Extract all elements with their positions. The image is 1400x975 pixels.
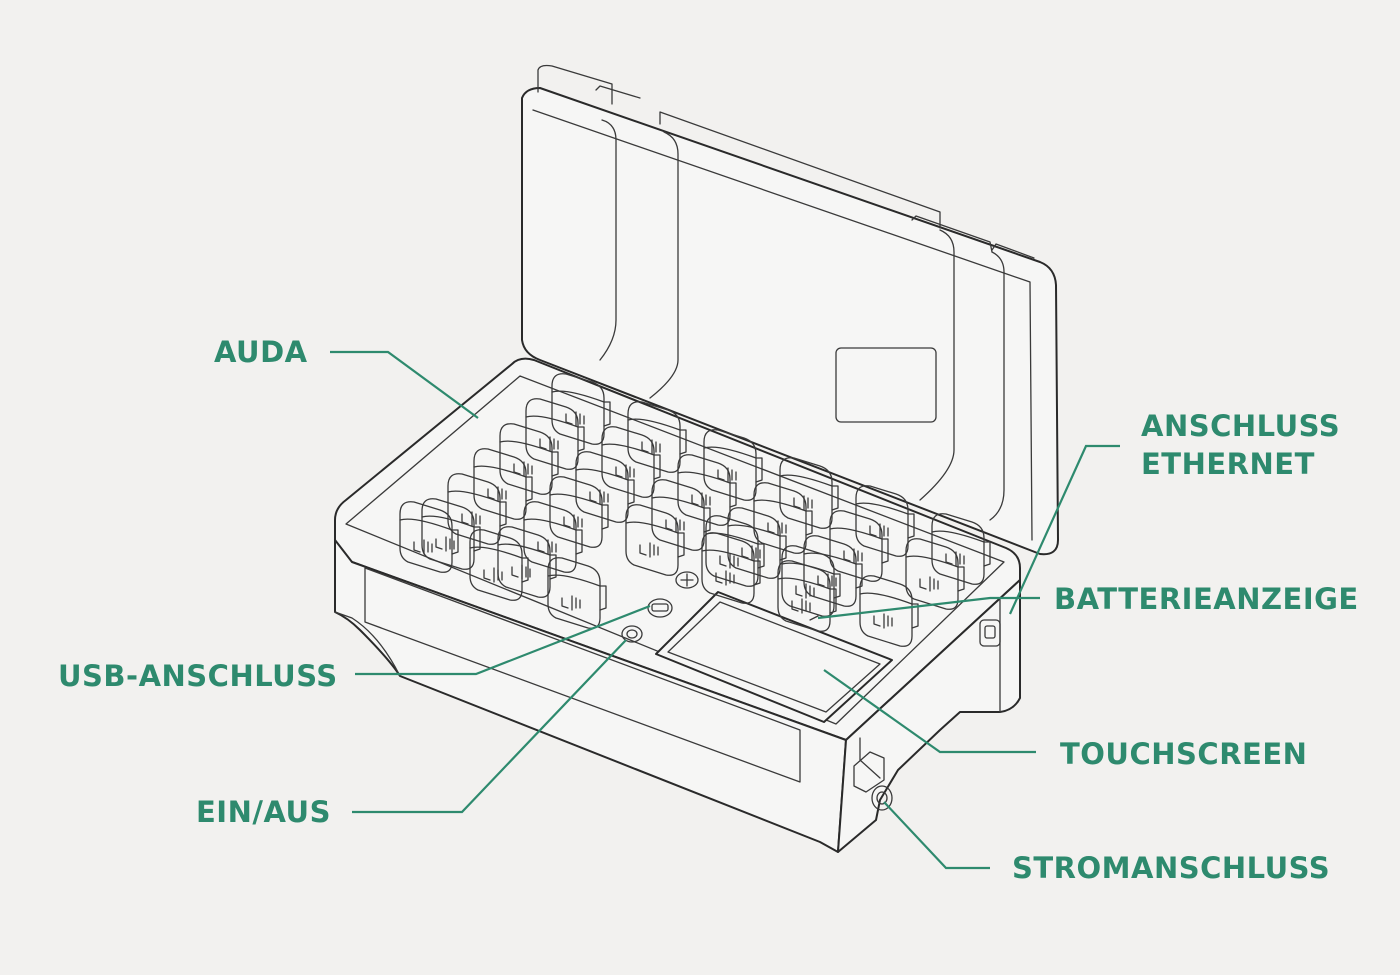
auda-device: [525, 398, 585, 470]
callout-touchscreen-text: TOUCHSCREEN: [1060, 737, 1308, 771]
auda-device: [855, 485, 915, 557]
leader-auda: [330, 350, 479, 419]
callout-ein-aus-text: EIN/AUS: [196, 795, 331, 829]
auda-device: [473, 448, 533, 520]
auda-device: [705, 515, 765, 587]
touchscreen-illustration: [655, 591, 893, 723]
callout-touchscreen: TOUCHSCREEN: [1060, 735, 1307, 773]
front-panel-controls: [621, 571, 699, 643]
auda-device: [421, 498, 481, 570]
leader-anschluss-ethernet: [1008, 444, 1120, 615]
auda-device: [549, 476, 609, 548]
callout-auda: AUDA: [214, 333, 308, 371]
auda-device: [627, 401, 687, 473]
auda-slots: [399, 373, 991, 647]
auda-device: [905, 538, 965, 610]
callout-usb-anschluss: USB-ANSCHLUSS: [58, 657, 338, 695]
callout-usb-anschluss-text: USB-ANSCHLUSS: [58, 659, 338, 693]
auda-device: [701, 532, 761, 604]
auda-device: [703, 429, 763, 501]
auda-device: [575, 451, 635, 523]
leader-ein-aus: [352, 639, 627, 814]
case-lid: [521, 64, 1059, 556]
callout-anschluss-ethernet-line1: ANSCHLUSS: [1141, 409, 1341, 443]
callout-anschluss-ethernet-line2: ETHERNET: [1141, 447, 1315, 481]
auda-device: [601, 426, 661, 498]
leader-lines: [330, 350, 1120, 870]
callout-batterieanzeige: BATTERIEANZEIGE: [1054, 580, 1359, 618]
auda-device: [777, 560, 837, 632]
auda-device: [781, 545, 841, 617]
auda-device: [779, 457, 839, 529]
callout-batterieanzeige-text: BATTERIEANZEIGE: [1054, 582, 1359, 616]
callout-ein-aus: EIN/AUS: [196, 793, 331, 831]
auda-device: [499, 423, 559, 495]
auda-device: [399, 501, 459, 573]
callout-stromanschluss-text: STROMANSCHLUSS: [1012, 851, 1331, 885]
callout-anschluss-ethernet: ANSCHLUSS ETHERNET: [1141, 407, 1340, 483]
callout-stromanschluss: STROMANSCHLUSS: [1012, 849, 1330, 887]
leader-stromanschluss: [883, 801, 990, 870]
auda-device: [651, 479, 711, 551]
auda-device: [859, 575, 919, 647]
auda-device: [931, 513, 991, 585]
auda-device: [677, 454, 737, 526]
leader-batterieanzeige: [817, 596, 1040, 620]
callout-auda-text: AUDA: [214, 335, 308, 369]
auda-device: [551, 373, 611, 445]
auda-device: [469, 529, 529, 601]
leader-usb-anschluss: [355, 604, 651, 676]
leader-touchscreen: [823, 669, 1036, 754]
auda-device: [625, 504, 685, 576]
auda-device: [547, 557, 607, 629]
